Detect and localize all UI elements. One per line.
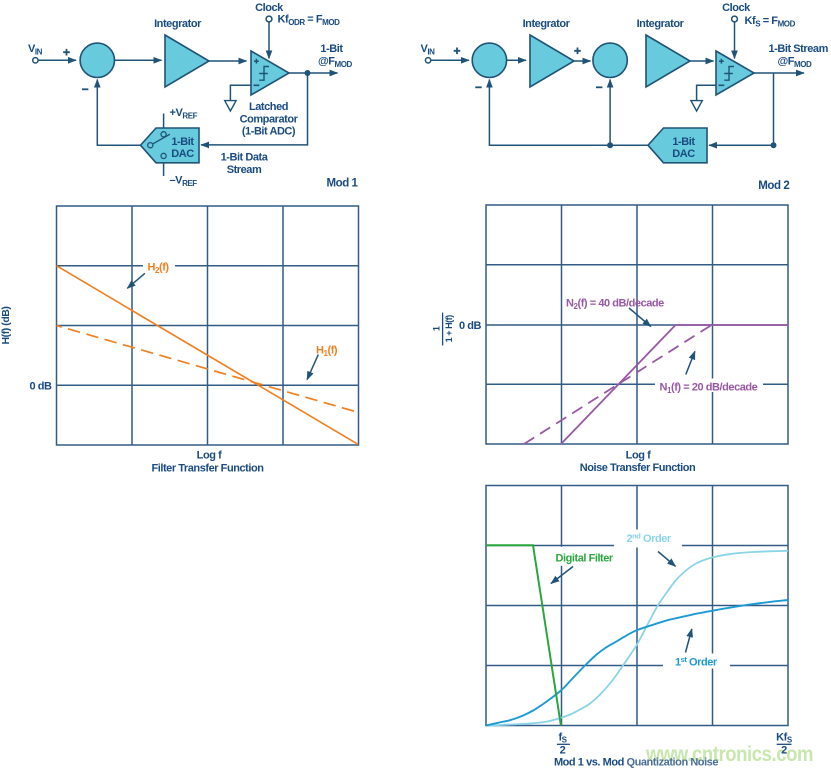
- svg-text:H(f) (dB): H(f) (dB): [0, 307, 12, 345]
- svg-text:Noise Transfer Function: Noise Transfer Function: [580, 462, 696, 474]
- svg-text:Integrator: Integrator: [154, 18, 202, 30]
- svg-text:1-Bit: 1-Bit: [171, 136, 194, 148]
- svg-text:1-Bit: 1-Bit: [320, 43, 343, 55]
- svg-text:DAC: DAC: [171, 148, 194, 160]
- svg-text:Mod 2: Mod 2: [758, 180, 789, 192]
- svg-text:Mod 1 vs. Mod Quantization Noi: Mod 1 vs. Mod Quantization Noise: [554, 757, 718, 769]
- svg-text:Filter Transfer Function: Filter Transfer Function: [151, 463, 264, 475]
- svg-text:Clock: Clock: [722, 2, 751, 14]
- svg-text:2: 2: [560, 745, 566, 757]
- svg-text:Stream: Stream: [227, 164, 262, 176]
- svg-text:0 dB: 0 dB: [459, 320, 482, 332]
- svg-text:Latched: Latched: [249, 101, 288, 113]
- svg-text:KfS = FMOD: KfS = FMOD: [745, 15, 796, 29]
- svg-text:Clock: Clock: [255, 2, 284, 14]
- svg-text:fS: fS: [558, 732, 567, 745]
- svg-text:Comparator: Comparator: [240, 114, 299, 126]
- svg-text:1st Order: 1st Order: [675, 655, 718, 669]
- svg-text:KfS: KfS: [776, 732, 793, 745]
- svg-text:H1(f): H1(f): [316, 345, 338, 359]
- svg-text:www.cntronics.com: www.cntronics.com: [645, 743, 813, 766]
- svg-text:1: 1: [432, 326, 442, 331]
- svg-text:DAC: DAC: [672, 148, 695, 160]
- svg-text:N1(f) = 20 dB/decade: N1(f) = 20 dB/decade: [660, 382, 758, 396]
- svg-text:Log f: Log f: [197, 450, 222, 462]
- svg-text:+VREF: +VREF: [170, 107, 198, 121]
- svg-text:–VREF: –VREF: [170, 175, 198, 189]
- svg-text:Log f: Log f: [626, 450, 651, 462]
- svg-text:Digital Filter: Digital Filter: [556, 553, 614, 565]
- svg-text:1 + H(f): 1 + H(f): [444, 315, 454, 343]
- svg-text:1-Bit: 1-Bit: [672, 136, 695, 148]
- svg-text:VIN: VIN: [28, 43, 43, 57]
- svg-text:N2(f) = 40 dB/decade: N2(f) = 40 dB/decade: [566, 298, 664, 312]
- svg-text:(1-Bit ADC): (1-Bit ADC): [242, 126, 296, 138]
- svg-text:0 dB: 0 dB: [29, 381, 52, 393]
- svg-text:1-Bit Stream: 1-Bit Stream: [769, 43, 829, 55]
- svg-text:Integrator: Integrator: [637, 18, 685, 30]
- svg-text:KfODR = FMOD: KfODR = FMOD: [278, 14, 341, 28]
- svg-text:Integrator: Integrator: [523, 18, 571, 30]
- svg-text:@FMOD: @FMOD: [318, 56, 353, 70]
- svg-text:Mod 1: Mod 1: [327, 178, 359, 190]
- svg-text:@FMOD: @FMOD: [778, 56, 813, 70]
- svg-text:VIN: VIN: [421, 43, 436, 57]
- svg-text:1-Bit Data: 1-Bit Data: [221, 152, 269, 164]
- svg-text:2: 2: [781, 745, 787, 757]
- svg-text:H2(f): H2(f): [148, 262, 170, 276]
